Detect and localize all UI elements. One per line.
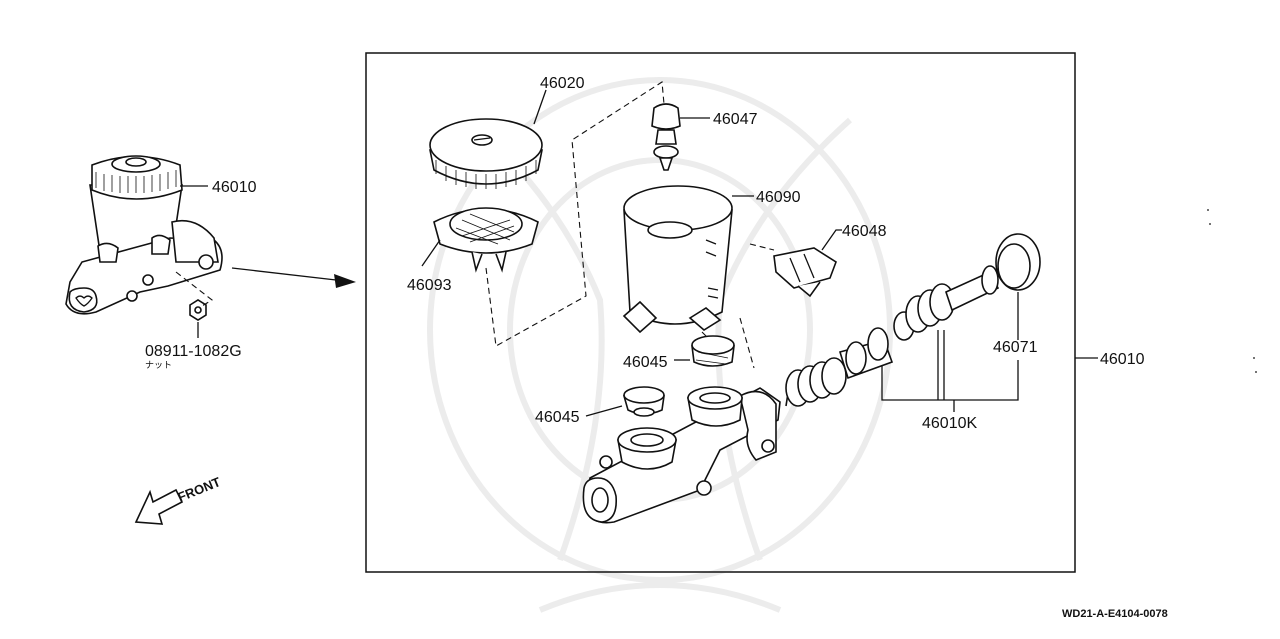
label-46010-box: 46010 (1100, 351, 1145, 368)
piston-kit (785, 233, 1041, 407)
label-46010K: 46010K (922, 415, 977, 432)
cylinder-body (582, 386, 781, 524)
label-46020: 46020 (540, 75, 585, 92)
clip (773, 247, 837, 298)
label-46047: 46047 (713, 111, 758, 128)
front-label: FRONT (176, 474, 223, 505)
label-46045-upper: 46045 (623, 354, 668, 371)
connector-pin (651, 103, 681, 171)
grommet-upper (691, 335, 735, 367)
assembled-master-cylinder (65, 155, 223, 315)
grommet-lower (622, 386, 665, 417)
strainer (433, 207, 539, 273)
front-arrow-icon (134, 488, 184, 525)
label-46090: 46090 (756, 189, 801, 206)
label-46071: 46071 (993, 339, 1038, 356)
reservoir-cap (429, 118, 543, 189)
reservoir-tank (622, 185, 733, 334)
nut (175, 271, 213, 338)
label-08911-1082G: 08911-1082G (145, 343, 242, 360)
label-46093: 46093 (407, 277, 452, 294)
exploded-view-frame (365, 52, 1076, 573)
label-46045-lower: 46045 (535, 409, 580, 426)
label-nut-japanese: ナット (145, 360, 172, 370)
diagram-reference: WD21-A-E4104-0078 (1062, 608, 1168, 620)
label-46010-left: 46010 (212, 179, 257, 196)
explode-arrow (231, 267, 356, 288)
kit-bracket (881, 330, 1019, 412)
label-46048: 46048 (842, 223, 887, 240)
